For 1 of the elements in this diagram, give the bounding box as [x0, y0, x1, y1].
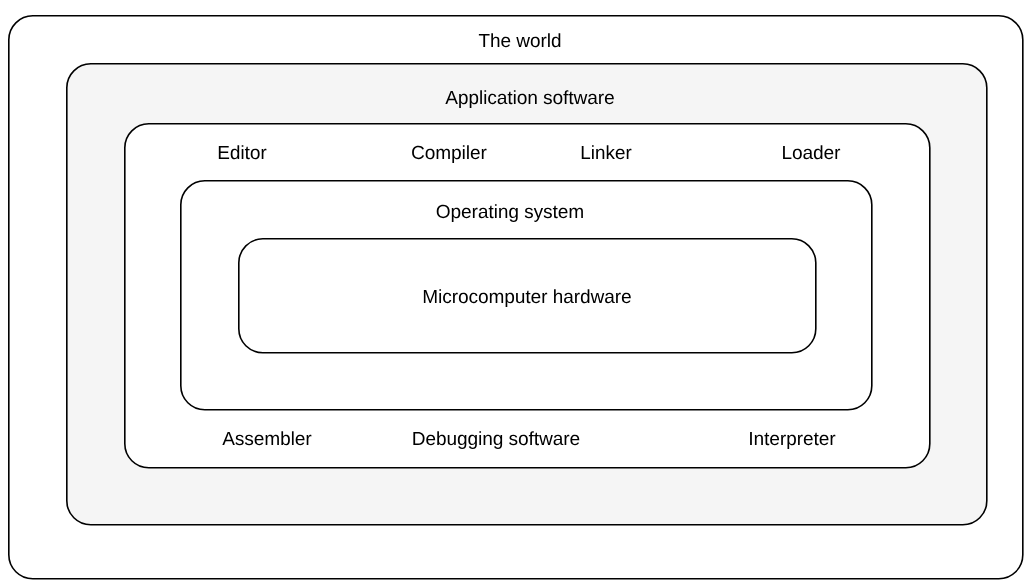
hardware-box: Microcomputer hardware [238, 238, 817, 354]
